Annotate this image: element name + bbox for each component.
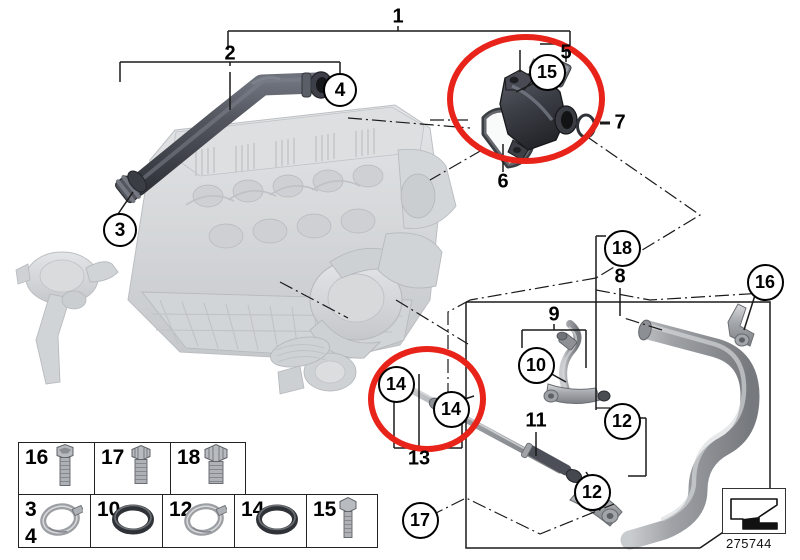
callout-12-hose-clamp-lower[interactable]: 12	[573, 473, 611, 511]
o-ring-icon	[111, 496, 155, 547]
callout-1-assembly-bracket[interactable]: 1	[392, 5, 404, 28]
callout-12-hose-clamp-upper[interactable]: 12	[603, 402, 641, 440]
callout-17-bolt[interactable]: 17	[401, 501, 439, 539]
hex-bolt-icon	[326, 496, 370, 547]
callout-15-bolt[interactable]: 15	[528, 53, 566, 91]
hex-flange-bolt-short-icon	[119, 443, 163, 494]
callout-5-temperature-sensor[interactable]: 5	[560, 41, 572, 64]
coolant-return-line-small	[543, 320, 611, 404]
legend-number: 15	[313, 498, 337, 521]
callout-2-hose-bracket[interactable]: 2	[224, 42, 236, 65]
highlight-circle-o-rings	[368, 346, 486, 452]
callout-14-o-ring-right[interactable]: 14	[432, 390, 470, 428]
main-coolant-pipe	[620, 303, 760, 550]
legend-row-bolts: 16 17 18	[18, 442, 378, 494]
spring-hose-clamp-icon	[39, 496, 85, 547]
water-pump-ghost	[15, 251, 119, 385]
callout-16-bolt[interactable]: 16	[746, 263, 784, 301]
engine-block-illustration	[15, 104, 457, 395]
legend-number: 16	[25, 446, 49, 469]
callout-14-o-ring-left[interactable]: 14	[377, 365, 415, 403]
legend-number: 17	[101, 446, 125, 469]
legend-item-17[interactable]: 17	[94, 442, 170, 494]
legend-item-16[interactable]: 16	[18, 442, 94, 494]
callout-6-gasket[interactable]: 6	[497, 170, 509, 193]
callout-7-o-ring[interactable]: 7	[614, 111, 626, 134]
spring-hose-clamp-icon	[183, 496, 229, 547]
callout-8-coolant-pipe[interactable]: 8	[614, 265, 626, 288]
legend-item-18[interactable]: 18	[170, 442, 246, 494]
legend-item-12[interactable]: 12	[162, 494, 234, 548]
o-ring-icon	[255, 496, 299, 547]
leader-lines	[117, 26, 757, 479]
callout-9-line-bracket[interactable]: 9	[548, 303, 560, 326]
callout-10-o-ring[interactable]: 10	[517, 346, 555, 384]
callout-11-coolant-line[interactable]: 11	[525, 409, 547, 432]
legend-number-secondary: 4	[25, 525, 37, 548]
highlight-circle-thermostat	[447, 34, 605, 164]
diagram-number: 275744	[726, 536, 772, 551]
hex-flange-bolt-long-icon	[43, 443, 87, 494]
legend-item-15[interactable]: 15	[306, 494, 378, 548]
direction-of-travel-arrow	[722, 488, 786, 534]
callout-3-hose-clamp[interactable]: 3	[103, 213, 137, 247]
legend-number: 3	[25, 498, 37, 521]
legend-item-10[interactable]: 10	[90, 494, 162, 548]
legend-item-14[interactable]: 14	[234, 494, 306, 548]
hex-flange-bolt-stout-icon	[194, 443, 238, 494]
legend-number: 18	[177, 446, 201, 469]
callout-18-bolt[interactable]: 18	[603, 229, 641, 267]
callout-4-hose-clamp[interactable]: 4	[323, 73, 357, 107]
highlight-circles	[368, 34, 605, 452]
callout-13-coolant-line[interactable]: 13	[407, 447, 431, 470]
